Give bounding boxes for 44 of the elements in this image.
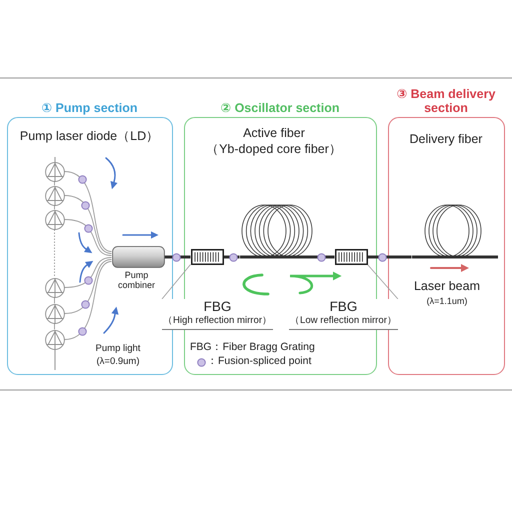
abbreviation-note: FBG：Fiber Bragg Grating (190, 341, 315, 353)
connecting-wire (54, 229, 55, 278)
leader-line (162, 264, 191, 300)
laser-diode-symbol (44, 186, 64, 206)
optical-fiber (64, 259, 112, 314)
component-label: Pump combiner (118, 270, 155, 290)
callout-label: （Low reflection mirror） (290, 315, 397, 326)
laser-diode-symbol (44, 156, 64, 182)
section-title: ② Oscillator section (220, 101, 340, 115)
fiber-bragg-grating (190, 248, 224, 264)
optical-fiber (164, 256, 190, 258)
leader-line (367, 264, 398, 300)
callout-label: FBG (330, 299, 358, 314)
optical-fiber (64, 257, 112, 288)
optical-fiber (64, 261, 112, 340)
optical-fiber (368, 256, 412, 258)
section-heading: Pump laser diode（LD） (20, 129, 160, 143)
laser-diode-symbol (44, 304, 64, 324)
annotation-label: (λ=0.9um) (96, 356, 140, 367)
section-heading: Delivery fiber (410, 132, 482, 146)
optical-fiber (224, 256, 240, 258)
section-title: ① Pump section (41, 101, 138, 115)
fiber-bragg-grating (334, 248, 368, 264)
optical-fiber (64, 171, 112, 252)
section-title: ③ Beam delivery section (396, 87, 496, 115)
annotation-label: Laser beam (414, 279, 480, 293)
laser-diode-symbol (44, 278, 64, 298)
annotation-label: Pump light (96, 343, 140, 354)
connecting-wire (54, 181, 55, 186)
connecting-wire (54, 205, 55, 210)
section-heading: Active fiber (243, 126, 305, 140)
section-heading: （Yb-doped core fiber） (206, 142, 342, 156)
optical-fiber (64, 219, 112, 256)
callout-label: FBG (204, 299, 232, 314)
optical-fiber (316, 256, 334, 258)
callout-label: （High reflection mirror） (163, 315, 272, 326)
laser-diode-symbol (44, 330, 64, 370)
legend-label: ：Fusion-spliced point (207, 355, 312, 367)
connecting-wire (54, 297, 55, 304)
connecting-wire (54, 323, 55, 330)
optical-fiber (64, 195, 112, 254)
annotation-label: (λ=1.1um) (426, 296, 468, 306)
laser-diode-symbol (44, 210, 64, 230)
pump-combiner (112, 246, 164, 268)
